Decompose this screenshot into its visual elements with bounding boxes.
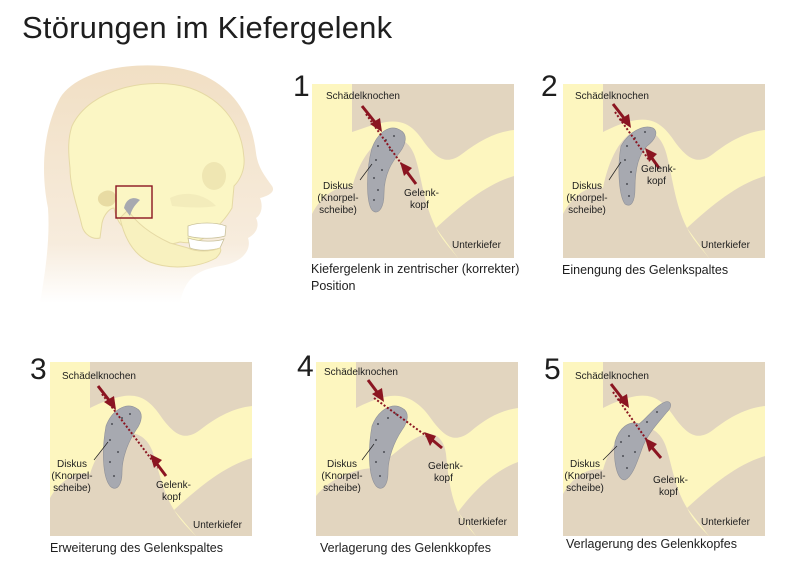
panel-3-diagram: [50, 362, 252, 536]
panel-5-diagram: [563, 362, 765, 536]
panel-5-caption: Verlagerung des Gelenkkopfes: [566, 537, 737, 551]
eye-socket: [202, 162, 226, 190]
panel-5-number: 5: [544, 353, 561, 386]
disc-leader: [93, 441, 109, 461]
head-illustration: [40, 65, 274, 303]
disc: [367, 127, 406, 213]
panel-4-caption: Verlagerung des Gelenkkopfes: [320, 541, 491, 555]
label-skull: Schädelknochen: [575, 371, 649, 382]
disc-leader: [602, 445, 618, 461]
panel-4-diagram: [316, 362, 518, 536]
label-disc: Diskus(Knorpel-scheibe): [317, 181, 359, 216]
label-skull: Schädelknochen: [324, 367, 398, 378]
label-disc: Diskus(Knorpel-scheibe): [566, 181, 608, 216]
disc-dots: [375, 413, 397, 477]
panel-1-diagram: [312, 84, 514, 258]
jaw-bone: [563, 129, 709, 258]
label-disc: Diskus(Knorpel-scheibe): [564, 459, 606, 494]
skull-bone: [90, 362, 252, 436]
lower-jaw: [119, 209, 222, 268]
ear-hole: [97, 190, 116, 207]
disc: [369, 405, 408, 489]
disc-leader: [361, 443, 375, 461]
disc-dots: [624, 131, 646, 197]
panel-1-caption: Kiefergelenk in zentrischer (korrekter)P…: [311, 262, 520, 293]
disc: [618, 126, 657, 206]
label-jaw: Unterkiefer: [452, 240, 501, 251]
upper-teeth: [187, 222, 227, 239]
label-condyle: Gelenk-kopf: [428, 461, 464, 484]
label-jaw: Unterkiefer: [701, 240, 750, 251]
jaw-ramus: [174, 458, 252, 536]
jaw-bone: [316, 434, 476, 536]
joint-highlight-box: [115, 185, 153, 219]
label-condyle: Gelenk-kopf: [156, 480, 192, 503]
jaw-ramus: [687, 176, 765, 258]
skull-bone: [356, 362, 518, 438]
disc-leader: [359, 163, 373, 181]
alignment-dotted-line: [612, 391, 652, 447]
skull-bone: [603, 362, 765, 436]
disc-dots: [620, 411, 658, 469]
jaw-ramus: [687, 456, 765, 536]
label-condyle: Gelenk-kopf: [404, 188, 440, 211]
panel-2-diagram: [563, 84, 765, 258]
jaw-bone: [50, 433, 196, 536]
skull-bone: [352, 84, 514, 160]
disc-leader: [608, 161, 622, 181]
label-jaw: Unterkiefer: [458, 517, 507, 528]
cheekbone: [170, 193, 216, 208]
panel-2-caption: Einengung des Gelenkspaltes: [562, 263, 729, 277]
panel-3-caption: Erweiterung des Gelenkspaltes: [50, 541, 224, 555]
label-disc: Diskus(Knorpel-scheibe): [321, 459, 363, 494]
disc: [103, 405, 142, 489]
label-skull: Schädelknochen: [326, 91, 400, 102]
panel-4-number: 4: [297, 350, 314, 383]
panel-4: Schädelknochen Diskus(Knorpel-scheibe) G…: [316, 362, 518, 536]
jaw-bone: [563, 427, 709, 536]
page-title: Störungen im Kiefergelenk: [22, 10, 393, 45]
disc: [614, 401, 671, 481]
panel-5: Schädelknochen Diskus(Knorpel-scheibe) G…: [563, 362, 765, 536]
label-condyle: Gelenk-kopf: [653, 475, 689, 498]
skull-bone: [603, 84, 765, 160]
joint-detail: [124, 198, 140, 216]
label-disc: Diskus(Knorpel-scheibe): [51, 459, 93, 494]
label-condyle: Gelenk-kopf: [641, 164, 677, 187]
jaw-bone: [312, 137, 458, 258]
disc-dots: [109, 413, 131, 477]
alignment-dotted-line: [101, 393, 159, 469]
panel-3: Schädelknochen Diskus(Knorpel-scheibe) G…: [50, 362, 252, 536]
label-skull: Schädelknochen: [62, 371, 136, 382]
panel-1-number: 1: [293, 70, 310, 103]
panel-2-number: 2: [541, 70, 558, 103]
jaw-ramus: [436, 176, 514, 258]
panel-2: Schädelknochen Diskus(Knorpel-scheibe) G…: [563, 84, 765, 258]
panel-1: Schädelknochen Diskus(Knorpel-scheibe) G…: [312, 84, 514, 258]
label-jaw: Unterkiefer: [701, 517, 750, 528]
label-jaw: Unterkiefer: [193, 520, 242, 531]
panel-3-number: 3: [30, 353, 47, 386]
label-skull: Schädelknochen: [575, 91, 649, 102]
jaw-ramus: [458, 462, 518, 536]
